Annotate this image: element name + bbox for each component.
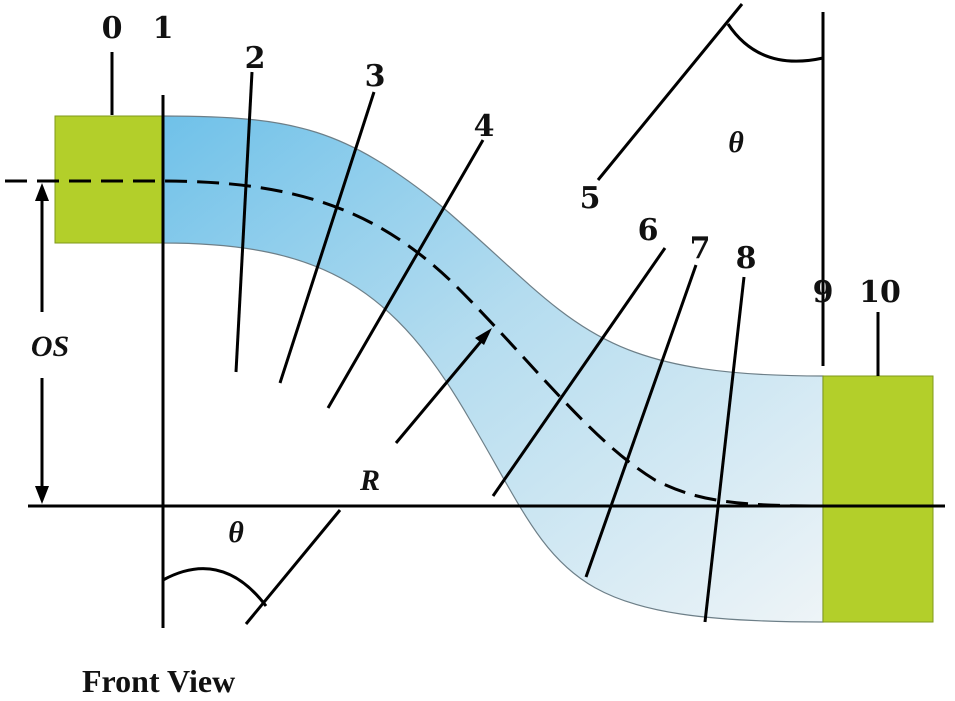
- view-caption: Front View: [82, 663, 235, 699]
- section-label-7: 7: [690, 231, 711, 266]
- section-leader-lines: [110, 52, 880, 623]
- angle-symbol-upper: θ: [728, 126, 744, 159]
- section-label-9: 9: [813, 275, 834, 310]
- angle-arc-upper: [726, 23, 824, 63]
- section-label-8: 8: [736, 241, 757, 276]
- dashed-centerline: [5, 179, 945, 508]
- radius-line: [394, 332, 490, 444]
- section-label-3: 3: [365, 59, 386, 94]
- section-label-10: 10: [859, 275, 901, 310]
- radius-arrowhead: [475, 328, 492, 345]
- offset-symbol: OS: [31, 330, 69, 363]
- right-end-block: [822, 375, 934, 623]
- radius-symbol: R: [359, 464, 380, 497]
- offset-arrowhead-top: [35, 183, 49, 201]
- angle-line-lower: [244, 509, 342, 625]
- s-bend-tube: [162, 115, 824, 623]
- offset-arrowhead-bottom: [35, 486, 49, 504]
- section-label-4: 4: [474, 109, 495, 144]
- section-label-2: 2: [245, 41, 266, 76]
- angle-line-upper: [596, 3, 744, 181]
- section-label-6: 6: [638, 213, 659, 248]
- section-label-0: 0: [102, 11, 123, 46]
- angle-arc-lower: [162, 567, 268, 607]
- section-label-5: 5: [580, 181, 601, 216]
- angle-symbol-lower: θ: [228, 516, 244, 549]
- section-label-1: 1: [153, 11, 174, 46]
